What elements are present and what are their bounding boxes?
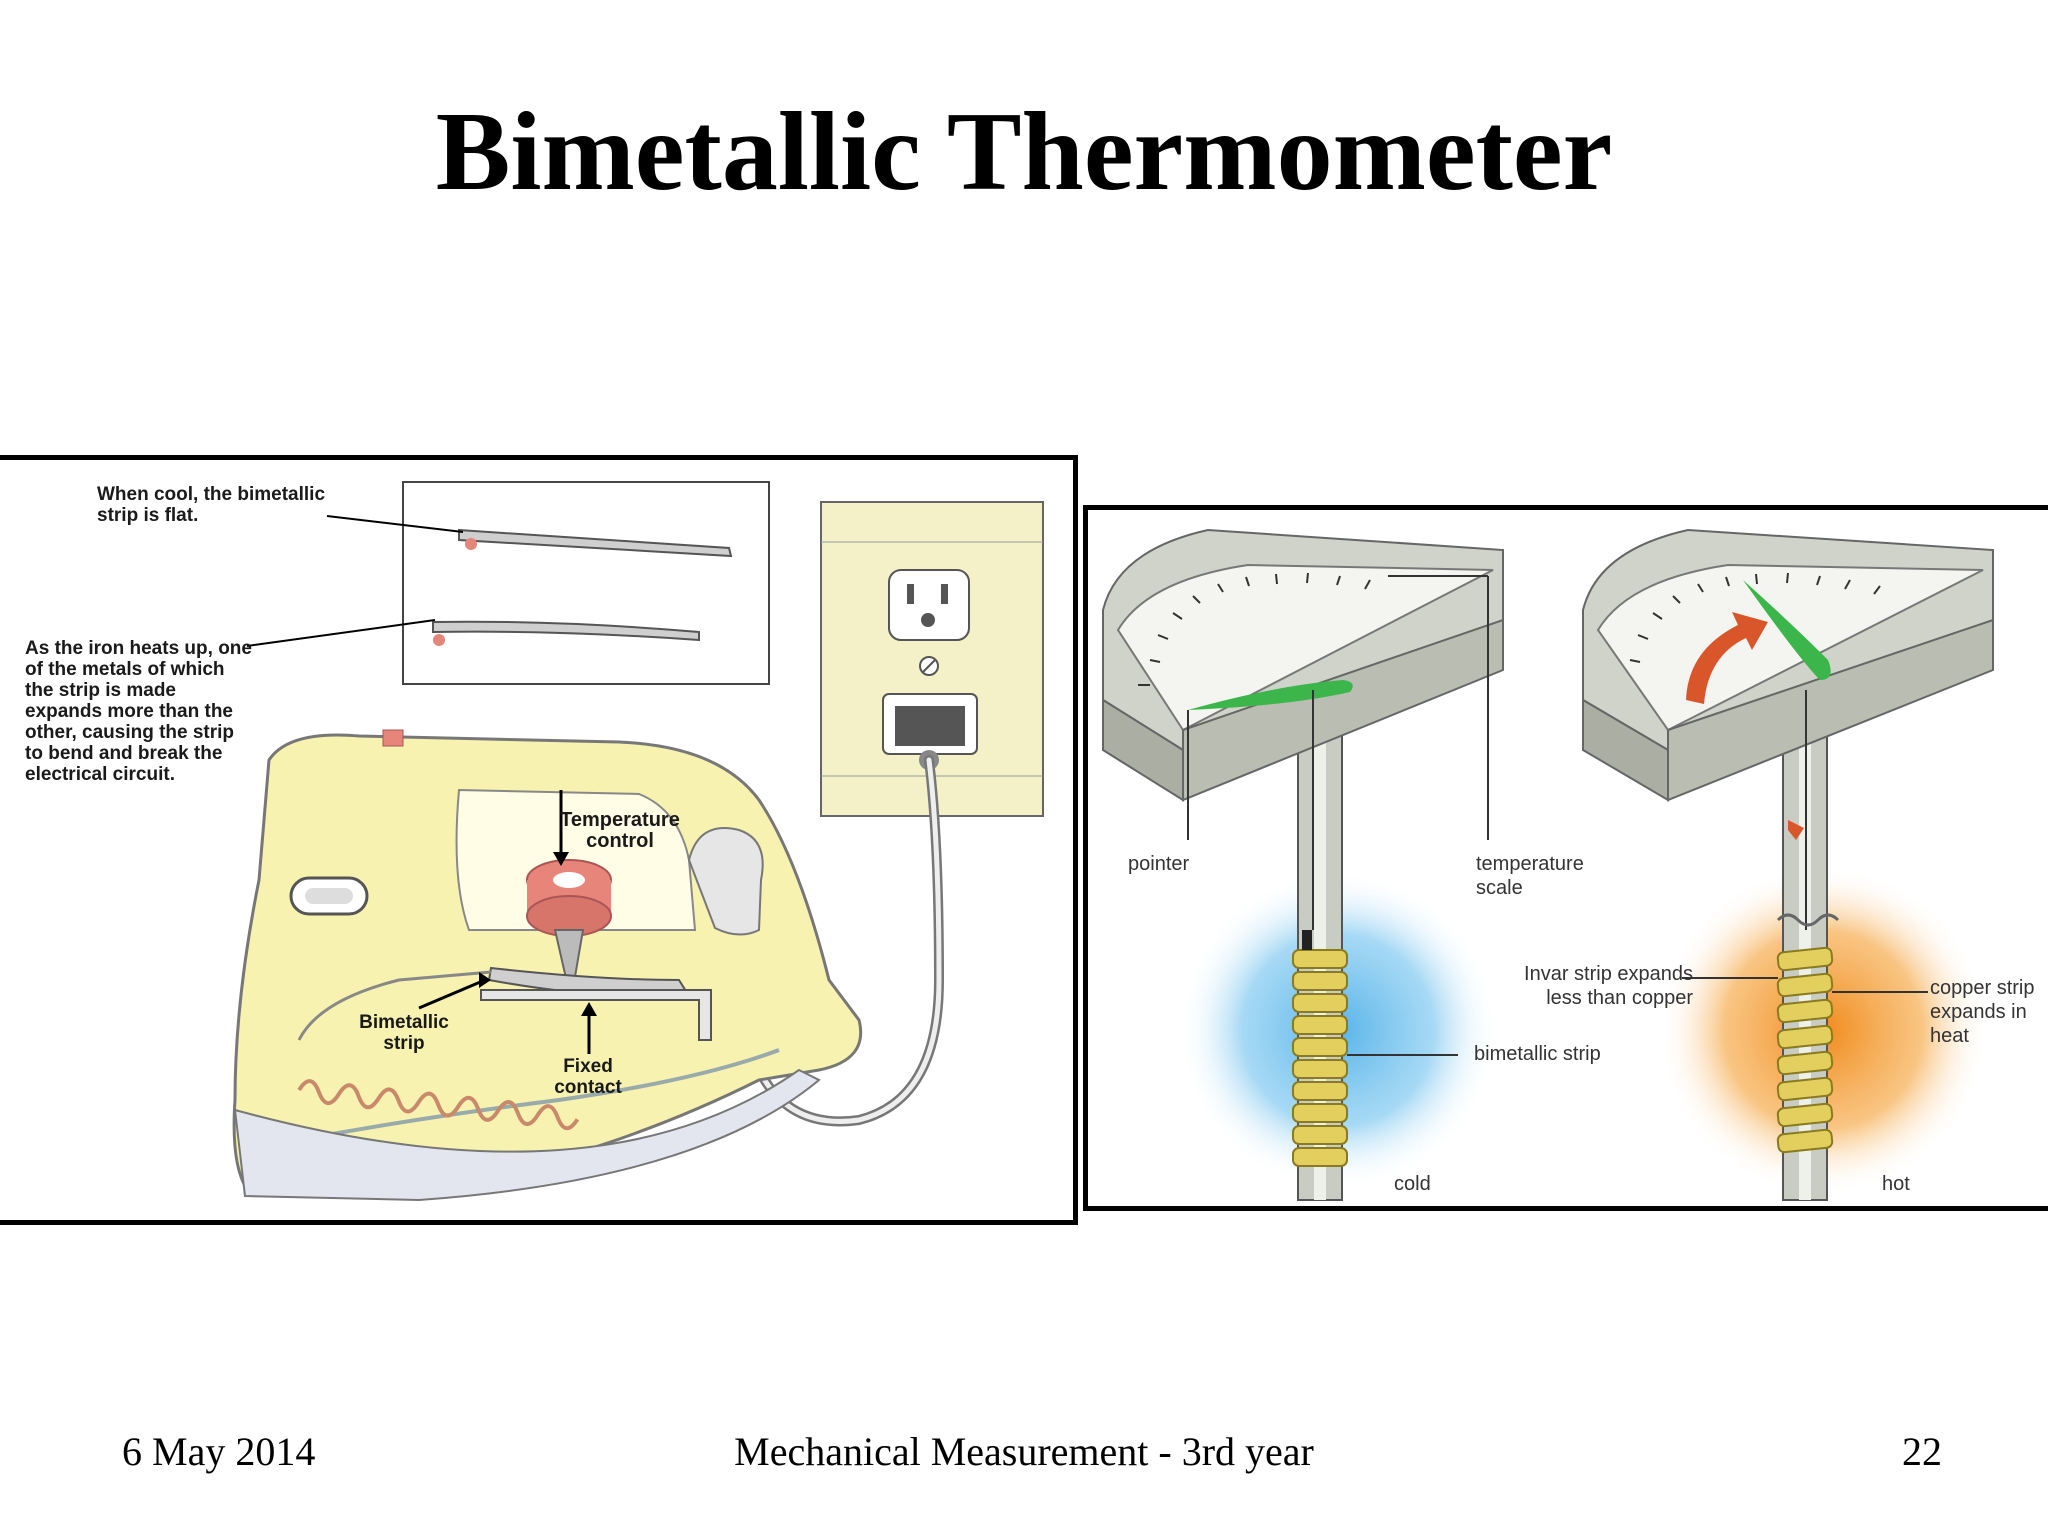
steam-button [382,729,404,747]
label-invar-strip: Invar strip expands less than copper [1524,963,1693,1009]
label-copper-strip: copper strip expands in heat [1930,977,2035,1047]
thermometer-diagram-panel: pointer temperature scale Invar strip ex… [1083,505,2048,1211]
cold-thermometer [1102,528,1504,1201]
label-hot: hot [1882,1173,1910,1195]
bent-strip [432,620,700,642]
outlet-socket [888,569,970,641]
footer-date: 6 May 2014 [122,1429,316,1474]
rotation-arrow [1686,612,1768,704]
label-cold: cold [1394,1173,1431,1195]
iron-diagram-panel: When cool, the bimetallic strip is flat.… [0,455,1078,1225]
thermometer-illustration [1102,528,1994,1201]
strip-inset-box [402,481,770,685]
iron-soleplate [233,1068,821,1202]
footer-course: Mechanical Measurement - 3rd year [734,1429,1314,1474]
hot-coil [1776,946,1834,1154]
label-pointer: pointer [1128,853,1190,875]
label-fixed-contact: Fixed contact [554,1056,622,1098]
label-bimetallic-strip-iron: Bimetallic strip [359,1012,449,1054]
hot-pointer [1743,580,1831,680]
internal-fixed-contact [480,989,712,1041]
note-heat: As the iron heats up, one of the metals … [25,638,252,785]
slide-title: Bimetallic Thermometer [435,90,1613,214]
note-cool: When cool, the bimetallic strip is flat. [97,484,326,526]
cold-pointer [1188,680,1353,710]
label-bimetallic-strip-thermo: bimetallic strip [1474,1043,1601,1065]
flat-strip-contact [465,538,477,550]
iron-illustration [232,481,1044,1202]
cord-guard [687,827,764,936]
bent-strip-contact [433,634,445,646]
footer-page-number: 22 [1902,1429,1942,1474]
hot-thermometer [1582,528,1994,1201]
cold-coil [1292,949,1348,1167]
adjusting-screw [553,929,585,1001]
flat-strip [458,528,733,558]
cold-dial-face [1116,563,1494,732]
label-temperature-control: Temperature control [560,809,680,852]
strip-rotation-arrow [1788,820,1804,840]
label-temperature-scale: temperature scale [1476,853,1584,899]
heating-coil [297,1079,580,1131]
